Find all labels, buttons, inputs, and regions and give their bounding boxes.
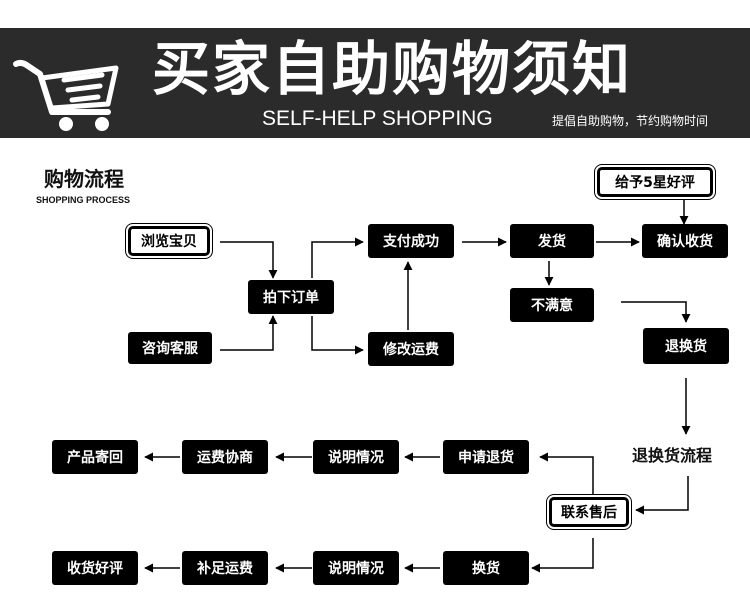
page-title: 买家自助购物须知	[152, 35, 633, 103]
step-send-back: 产品寄回	[52, 440, 138, 474]
step-consult: 咨询客服	[128, 332, 212, 364]
header-banner: 买家自助购物须知 SELF-HELP SHOPPING 提倡自助购物，节约购物时…	[0, 28, 750, 138]
arrow-consult-to-order	[220, 315, 278, 351]
page-subtitle: SELF-HELP SHOPPING	[262, 107, 493, 130]
shopping-cart-icon	[13, 59, 119, 131]
arrow-order-to-pay	[311, 237, 364, 278]
arrow-unsatisfied-to-return	[621, 301, 691, 323]
return-process-label: 退换货流程	[632, 446, 713, 465]
arrow-contact-to-exchange	[531, 538, 594, 573]
step-confirm-receipt: 确认收货	[642, 224, 728, 258]
step-five-star-review: 给予5星好评	[597, 167, 713, 197]
arrow-process-to-contact	[635, 476, 689, 515]
step-explain-situation-2: 说明情况	[313, 551, 399, 585]
step-pay-success: 支付成功	[368, 224, 454, 258]
step-contact-after-sales: 联系售后	[549, 497, 629, 527]
section-title: 购物流程	[44, 167, 124, 191]
step-ship: 发货	[510, 224, 594, 258]
step-explain-situation-1: 说明情况	[313, 440, 399, 474]
section-subtitle: SHOPPING PROCESS	[36, 195, 131, 205]
step-pay-extra-shipping: 补足运费	[182, 551, 268, 585]
step-negotiate-shipping: 运费协商	[182, 440, 268, 474]
step-apply-return: 申请退货	[443, 440, 529, 474]
header-slogan: 提倡自助购物，节约购物时间	[552, 114, 709, 128]
step-unsatisfied: 不满意	[510, 288, 594, 322]
step-return-exchange: 退换货	[643, 328, 729, 364]
arrow-order-to-modify	[311, 316, 364, 355]
arrow-contact-to-apply	[539, 452, 594, 494]
step-browse: 浏览宝贝	[128, 226, 210, 256]
arrow-browse-to-order	[220, 241, 278, 279]
step-receive-review: 收货好评	[52, 551, 138, 585]
step-order: 拍下订单	[248, 280, 334, 314]
step-modify-shipping: 修改运费	[368, 332, 454, 366]
step-exchange: 换货	[443, 551, 529, 585]
